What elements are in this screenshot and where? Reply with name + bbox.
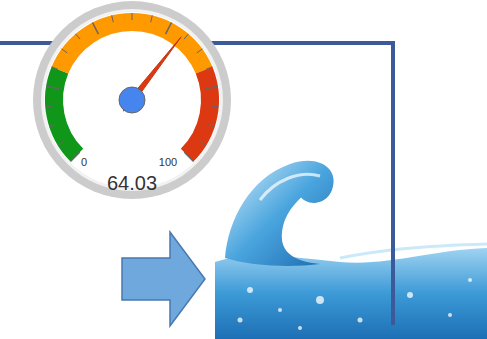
gauge-dial: 0 10064.03: [32, 0, 232, 200]
scale-label: 100: [159, 157, 177, 168]
gauge-value: 64.03: [107, 173, 157, 193]
gauge-bezel: [33, 1, 231, 199]
scale-label: 0: [81, 157, 87, 168]
needle-hub: [119, 87, 145, 113]
flow-arrow: [122, 232, 205, 326]
gauge-shape: [32, 0, 232, 200]
gauge-band: [60, 22, 204, 70]
gauge-face: [44, 12, 220, 188]
gauge-band: [187, 70, 210, 155]
water-wave: [215, 161, 487, 339]
gauge-band: [54, 70, 77, 155]
